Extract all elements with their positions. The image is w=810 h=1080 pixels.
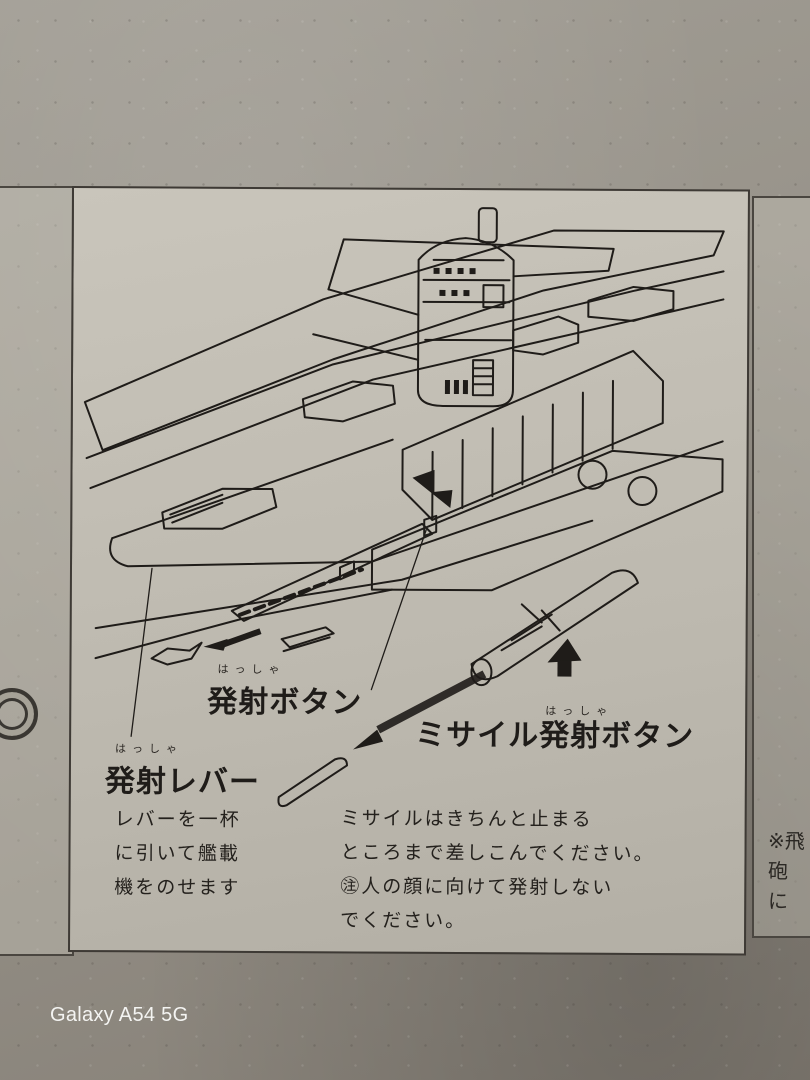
missile-launch-button-label: ミサイル発射ボタン — [415, 717, 695, 755]
turret-left-2 — [161, 487, 278, 530]
launch-button-label: 発射ボタン — [207, 684, 363, 721]
lever-instructions: レバーを一杯 に引いて艦載 機をのせます — [114, 808, 241, 899]
deck-edge-line — [85, 270, 725, 460]
left-neighbor-panel — [0, 186, 74, 956]
down-arrow-icon — [412, 469, 453, 508]
flight-deck-block — [401, 349, 664, 521]
upper-deck-outline — [83, 229, 725, 452]
camera-watermark: Galaxy A54 5G — [50, 1004, 189, 1026]
missile-arrow-icon — [353, 729, 384, 750]
bridge-mast — [477, 207, 498, 244]
right-neighbor-panel — [752, 196, 810, 938]
hull-bow — [109, 438, 724, 568]
launch-lever-furigana: はっしゃ — [115, 742, 184, 756]
ring-symbol-icon — [0, 688, 38, 740]
deck-edge-line-2 — [89, 298, 725, 490]
hangar-deck — [370, 449, 724, 592]
up-arrow-icon — [547, 638, 582, 663]
ship-illustration — [83, 207, 725, 808]
turret-left-1 — [301, 380, 396, 423]
turret-right-1 — [587, 285, 675, 322]
bridge-tower — [416, 237, 515, 408]
launch-lever-label: 発射レバー — [104, 764, 260, 800]
missile — [277, 757, 348, 808]
launch-button-furigana: はっしゃ — [217, 662, 286, 677]
right-panel-note: ※飛 砲 に — [768, 829, 805, 913]
fighter-plane — [150, 641, 203, 666]
instruction-panel: はっしゃ 発射ボタン はっしゃ ミサイル発射ボタン はっしゃ 発射レバー レバー… — [67, 186, 750, 956]
launch-button-mark — [423, 514, 438, 537]
turret-right-2 — [512, 315, 580, 356]
missile-instructions: ミサイルはきちんと止まる ところまで差しこんでください。 ㊟人の顔に向けて発射し… — [340, 807, 655, 933]
left-arrow-icon — [203, 638, 228, 651]
